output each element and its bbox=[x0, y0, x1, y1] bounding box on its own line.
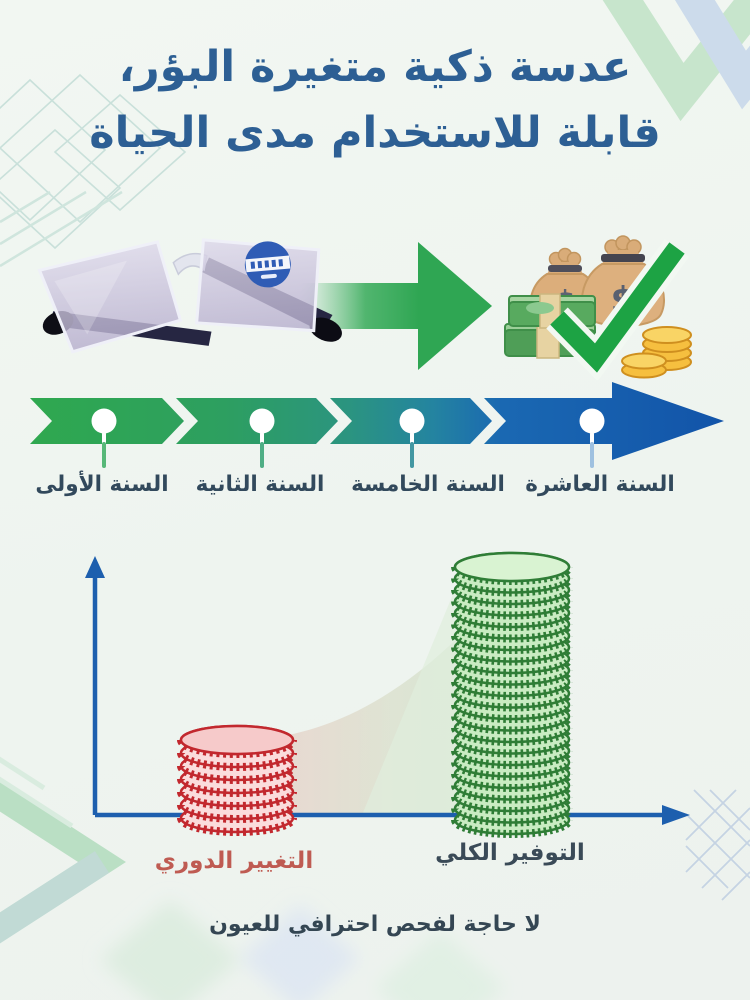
timeline-label-year-1: السنة الأولى bbox=[35, 472, 169, 497]
timeline-label-year-5: السنة الخامسة bbox=[351, 472, 505, 497]
footer-note: لا حاجة لفحص احترافي للعيون bbox=[209, 912, 541, 937]
bar-label-periodic-change: التغيير الدوري bbox=[154, 848, 314, 874]
chevron-decor-blue bbox=[674, 0, 750, 110]
lattice-decor bbox=[685, 789, 750, 901]
headline: عدسة ذكية متغيرة البؤر، قابلة للاستخدام … bbox=[0, 34, 750, 166]
coin-stack-green bbox=[455, 553, 569, 834]
headline-line1: عدسة ذكية متغيرة البؤر، bbox=[118, 42, 632, 92]
timeline-pin bbox=[399, 408, 425, 468]
checkmark-icon bbox=[546, 239, 690, 380]
diagonal-lines-decor bbox=[0, 190, 123, 268]
timeline-pin bbox=[579, 408, 605, 468]
timeline-label-year-10: السنة العاشرة bbox=[525, 472, 675, 497]
glasses-left-lens bbox=[37, 240, 183, 354]
timeline-label-year-2: السنة الثانية bbox=[195, 472, 325, 497]
chevron-decor-green bbox=[602, 0, 750, 122]
glasses-image bbox=[37, 238, 342, 354]
headline-line2: قابلة للاستخدام مدى الحياة bbox=[89, 108, 661, 158]
lens-highlight bbox=[54, 260, 127, 335]
coin-stack-red bbox=[181, 726, 293, 832]
diamond-outlines-decor bbox=[0, 73, 187, 250]
lens-sticker bbox=[244, 241, 291, 288]
timeline-pin bbox=[91, 408, 117, 468]
bar-label-total-savings: التوفير الكلي bbox=[435, 840, 585, 866]
savings-chart bbox=[85, 540, 690, 870]
chevron-decor-bottom-left bbox=[0, 756, 126, 944]
green-stack-shadow bbox=[362, 582, 458, 815]
gold-coins-icon bbox=[621, 326, 692, 379]
timeline-arrow bbox=[30, 382, 724, 468]
timeline-pin bbox=[249, 408, 275, 468]
savings-illustration: $ $ bbox=[504, 235, 692, 380]
soft-blobs-decor bbox=[100, 900, 505, 1000]
